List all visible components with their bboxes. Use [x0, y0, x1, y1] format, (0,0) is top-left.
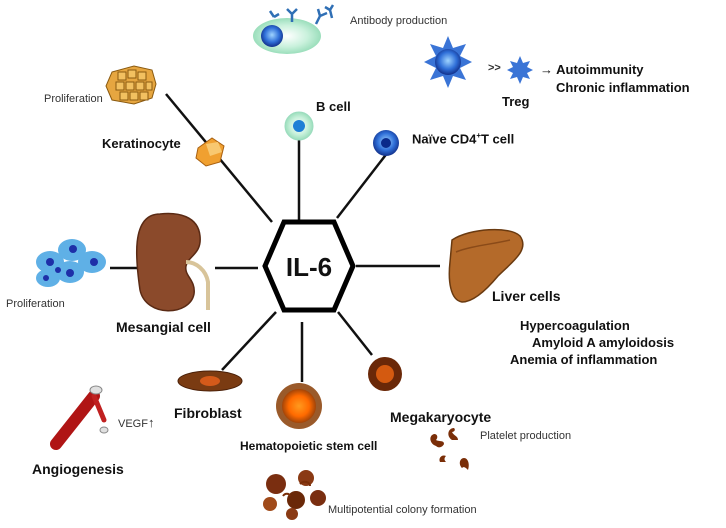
hypercoagulation-label: Hypercoagulation	[520, 318, 630, 333]
keratinocyte-sheet-icon	[105, 65, 157, 105]
vegf-text: VEGF	[118, 418, 148, 430]
liver-cells-label: Liver cells	[492, 288, 561, 304]
megakaryocyte-label: Megakaryocyte	[390, 409, 492, 425]
colony-cluster-icon	[263, 470, 326, 520]
naive-cd4-text: Naïve CD4	[412, 131, 477, 147]
line-naive	[336, 151, 389, 219]
line-fibroblast	[221, 311, 277, 371]
vegf-label: VEGF↑	[118, 416, 154, 430]
il6-center-label: IL-6	[285, 252, 333, 282]
blood-vessel-icon	[50, 385, 109, 450]
chevrons-label: >>	[488, 62, 501, 74]
naive-cd4-superscript: +	[476, 131, 481, 140]
fibroblast-label: Fibroblast	[174, 405, 242, 421]
keratinocyte-cell-icon	[195, 137, 225, 167]
activated-b-cell-icon	[253, 4, 335, 54]
hematopoietic-stem-cell-icon	[276, 383, 322, 429]
treg-label: Treg	[502, 94, 530, 109]
naive-cd4-tail: T cell	[480, 131, 515, 147]
amyloid-label: Amyloid A amyloidosis	[532, 335, 675, 350]
b-cell-label: B cell	[316, 99, 351, 114]
fibroblast-icon	[177, 370, 243, 392]
multipotential-label: Multipotential colony formation	[328, 504, 477, 516]
platelet-production-label: Platelet production	[480, 430, 572, 442]
naive-cd4-label: Naïve CD4+T cell	[412, 131, 515, 147]
autoimmunity-label: → Autoimmunity	[540, 62, 644, 77]
small-treg-icon	[507, 56, 533, 84]
b-cell-icon	[284, 111, 314, 141]
keratinocyte-label: Keratinocyte	[102, 136, 181, 151]
kidney-icon	[135, 212, 210, 312]
antibody-production-label: Antibody production	[350, 15, 448, 27]
mesangial-cell-label: Mesangial cell	[116, 319, 211, 335]
platelets-icon	[430, 428, 469, 470]
line-megakaryocyte	[337, 311, 373, 356]
naive-t-cell-icon	[373, 130, 399, 156]
liver-icon	[448, 228, 524, 303]
proliferation-cluster-icon	[36, 239, 106, 287]
proliferation-left-label: Proliferation	[6, 298, 65, 310]
megakaryocyte-icon	[368, 357, 402, 391]
hematopoietic-stem-cell-label: Hematopoietic stem cell	[240, 439, 378, 453]
anemia-label: Anemia of inflammation	[510, 352, 658, 367]
il6-hexagon	[262, 219, 356, 313]
chronic-inflammation-label: Chronic inflammation	[556, 80, 690, 95]
vegf-up-arrow-icon: ↑	[147, 415, 155, 430]
angiogenesis-label: Angiogenesis	[32, 461, 124, 477]
proliferation-top-label: Proliferation	[44, 93, 103, 105]
treg-cell-icon	[424, 36, 472, 88]
